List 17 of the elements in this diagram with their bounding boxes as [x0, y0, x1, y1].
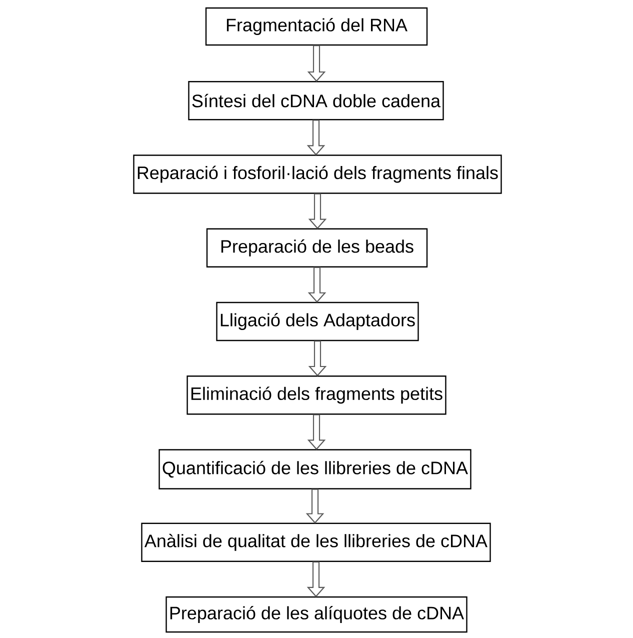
process-box: Síntesi del cDNA doble cadena — [188, 81, 444, 120]
process-box: Reparació i fosforil·lació dels fragments finals — [133, 154, 502, 194]
process-box: Anàlisi de qualitat de les llibreries de cDNA — [141, 522, 491, 562]
arrow — [306, 120, 326, 156]
process-box: Preparació de les alíquotes de cDNA — [166, 596, 468, 633]
process-box: Quantificació de les llibreries de cDNA — [158, 449, 472, 490]
arrow — [306, 488, 324, 524]
process-box: Eliminació dels fragments petits — [186, 376, 446, 415]
process-box: Lligació dels Adaptadors — [216, 302, 419, 342]
process-box: Fragmentació del RNA — [205, 7, 428, 46]
arrow — [307, 45, 326, 82]
arrow — [307, 414, 326, 450]
arrow — [308, 266, 326, 303]
process-box: Preparació de les beads — [206, 228, 428, 268]
arrow — [308, 193, 327, 230]
arrow — [308, 340, 327, 376]
arrow — [306, 561, 326, 598]
